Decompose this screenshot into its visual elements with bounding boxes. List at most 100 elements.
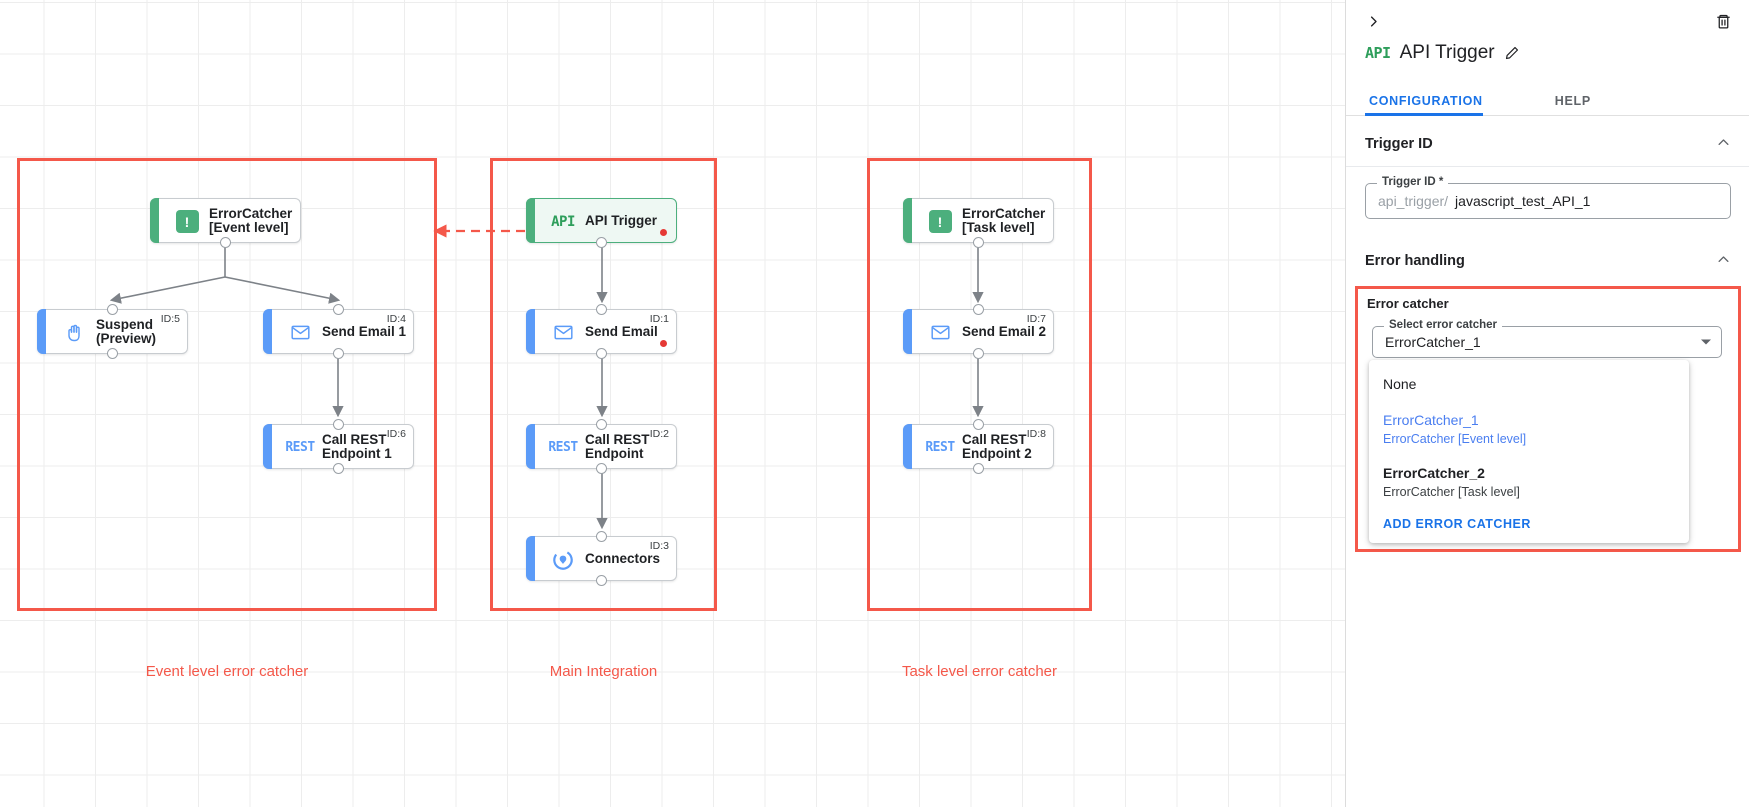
select-error-catcher[interactable]: Select error catcher ErrorCatcher_1 (1372, 319, 1722, 358)
status-badge (660, 340, 667, 347)
node-accent (526, 198, 535, 243)
node-port-top[interactable] (333, 304, 344, 315)
menu-item-primary: None (1383, 376, 1417, 392)
node-accent (903, 198, 912, 243)
hand-icon (57, 310, 91, 355)
node-label: Call REST Endpoint 1 (322, 431, 392, 461)
node-port-bottom[interactable] (107, 348, 118, 359)
envelope-icon (923, 310, 957, 355)
node-send-email-2[interactable]: Send Email 2 ID:7 (903, 304, 1054, 359)
node-send-email-1[interactable]: Send Email 1 ID:4 (263, 304, 414, 359)
panel-topbar (1346, 0, 1749, 42)
error-catcher-dropdown-menu[interactable]: None ErrorCatcher_1 ErrorCatcher [Event … (1369, 360, 1689, 543)
trigger-id-prefix: api_trigger/ (1378, 193, 1449, 209)
tab-help[interactable]: HELP (1551, 80, 1611, 115)
group-caption-task-level: Task level error catcher (901, 663, 1058, 680)
node-port-top[interactable] (596, 531, 607, 542)
node-id: ID:8 (1026, 428, 1046, 440)
panel-title-row: API API Trigger (1365, 42, 1520, 64)
menu-item-errorcatcher-1[interactable]: ErrorCatcher_1 ErrorCatcher [Event level… (1369, 401, 1689, 455)
trigger-id-input[interactable]: Trigger ID * api_trigger/ javascript_tes… (1365, 176, 1731, 219)
trash-icon[interactable] (1711, 9, 1735, 33)
chevron-right-icon[interactable] (1360, 8, 1386, 34)
node-port-top[interactable] (973, 419, 984, 430)
node-accent (526, 424, 535, 469)
rest-icon: REST (285, 440, 315, 455)
node-error-catcher-event[interactable]: ! ErrorCatcher [Event level] (150, 198, 301, 248)
node-call-rest-endpoint-1[interactable]: REST Call REST Endpoint 1 ID:6 (263, 419, 414, 474)
node-api-trigger[interactable]: API API Trigger (526, 198, 677, 248)
menu-item-none[interactable]: None (1369, 368, 1689, 401)
menu-item-secondary: ErrorCatcher [Task level] (1383, 485, 1520, 499)
trigger-id-value: javascript_test_API_1 (1455, 193, 1591, 209)
node-port-bottom[interactable] (973, 348, 984, 359)
envelope-icon (546, 310, 580, 355)
chevron-down-icon (1701, 339, 1711, 345)
node-id: ID:4 (386, 313, 406, 325)
group-caption-event-level: Event level error catcher (145, 663, 309, 680)
node-label: API Trigger (585, 212, 658, 228)
flow-canvas[interactable]: Event level error catcher Main Integrati… (0, 0, 1345, 807)
node-id: ID:7 (1026, 313, 1046, 325)
node-error-catcher-task[interactable]: ! ErrorCatcher [Task level] (903, 198, 1054, 248)
node-accent (263, 309, 272, 354)
menu-item-primary: ErrorCatcher_1 (1383, 412, 1479, 428)
node-call-rest-endpoint[interactable]: REST Call REST Endpoint ID:2 (526, 419, 677, 474)
trigger-id-label: Trigger ID * (1377, 176, 1449, 188)
tab-configuration[interactable]: CONFIGURATION (1365, 80, 1503, 116)
status-badge (660, 229, 667, 236)
chevron-up-icon (1716, 252, 1731, 270)
pencil-icon[interactable] (1504, 45, 1520, 61)
node-port-bottom[interactable] (333, 463, 344, 474)
node-port-bottom[interactable] (596, 348, 607, 359)
select-error-catcher-label: Select error catcher (1384, 319, 1503, 331)
node-port-bottom[interactable] (973, 463, 984, 474)
node-connectors[interactable]: Connectors ID:3 (526, 531, 677, 586)
rest-icon: REST (925, 440, 955, 455)
node-port-top[interactable] (973, 304, 984, 315)
node-port-bottom[interactable] (220, 237, 231, 248)
section-header-trigger-id[interactable]: Trigger ID (1346, 121, 1749, 167)
node-label: ErrorCatcher [Event level] (209, 205, 293, 235)
node-label: Call REST Endpoint (585, 431, 650, 461)
menu-item-errorcatcher-2[interactable]: ErrorCatcher_2 ErrorCatcher [Task level] (1369, 455, 1689, 508)
node-label: Send Email (585, 323, 658, 339)
node-send-email[interactable]: Send Email ID:1 (526, 304, 677, 359)
section-title: Trigger ID (1365, 135, 1433, 152)
node-accent (903, 309, 912, 354)
node-call-rest-endpoint-2[interactable]: REST Call REST Endpoint 2 ID:8 (903, 419, 1054, 474)
node-accent (263, 424, 272, 469)
panel-tabs: CONFIGURATION HELP (1346, 80, 1749, 116)
rest-icon: REST (548, 440, 578, 455)
menu-item-secondary: ErrorCatcher [Event level] (1383, 432, 1527, 446)
section-header-error-handling[interactable]: Error handling (1346, 238, 1749, 284)
node-accent (526, 309, 535, 354)
node-port-top[interactable] (333, 419, 344, 430)
node-accent (526, 536, 535, 581)
node-id: ID:1 (649, 313, 669, 325)
node-id: ID:5 (160, 313, 180, 325)
connectors-icon (546, 537, 580, 582)
group-frame-task-level (867, 158, 1092, 611)
menu-item-primary: ErrorCatcher_2 (1383, 465, 1485, 481)
node-port-bottom[interactable] (333, 348, 344, 359)
node-label: Connectors (585, 550, 661, 566)
node-port-bottom[interactable] (596, 463, 607, 474)
group-frame-main-integration (490, 158, 717, 611)
node-port-top[interactable] (107, 304, 118, 315)
add-error-catcher-button[interactable]: ADD ERROR CATCHER (1383, 517, 1531, 531)
group-frame-event-level (17, 158, 437, 611)
node-label: Suspend (Preview) (96, 316, 157, 346)
node-suspend-preview[interactable]: Suspend (Preview) ID:5 (37, 304, 188, 359)
chevron-up-icon (1716, 135, 1731, 153)
node-port-bottom[interactable] (596, 575, 607, 586)
envelope-icon (283, 310, 317, 355)
page-title: API Trigger (1399, 42, 1495, 63)
node-label: ErrorCatcher [Task level] (962, 205, 1046, 235)
node-port-top[interactable] (596, 419, 607, 430)
node-port-bottom[interactable] (596, 237, 607, 248)
node-id: ID:3 (649, 540, 669, 552)
node-label: Send Email 1 (322, 323, 407, 339)
node-port-top[interactable] (596, 304, 607, 315)
node-port-bottom[interactable] (973, 237, 984, 248)
